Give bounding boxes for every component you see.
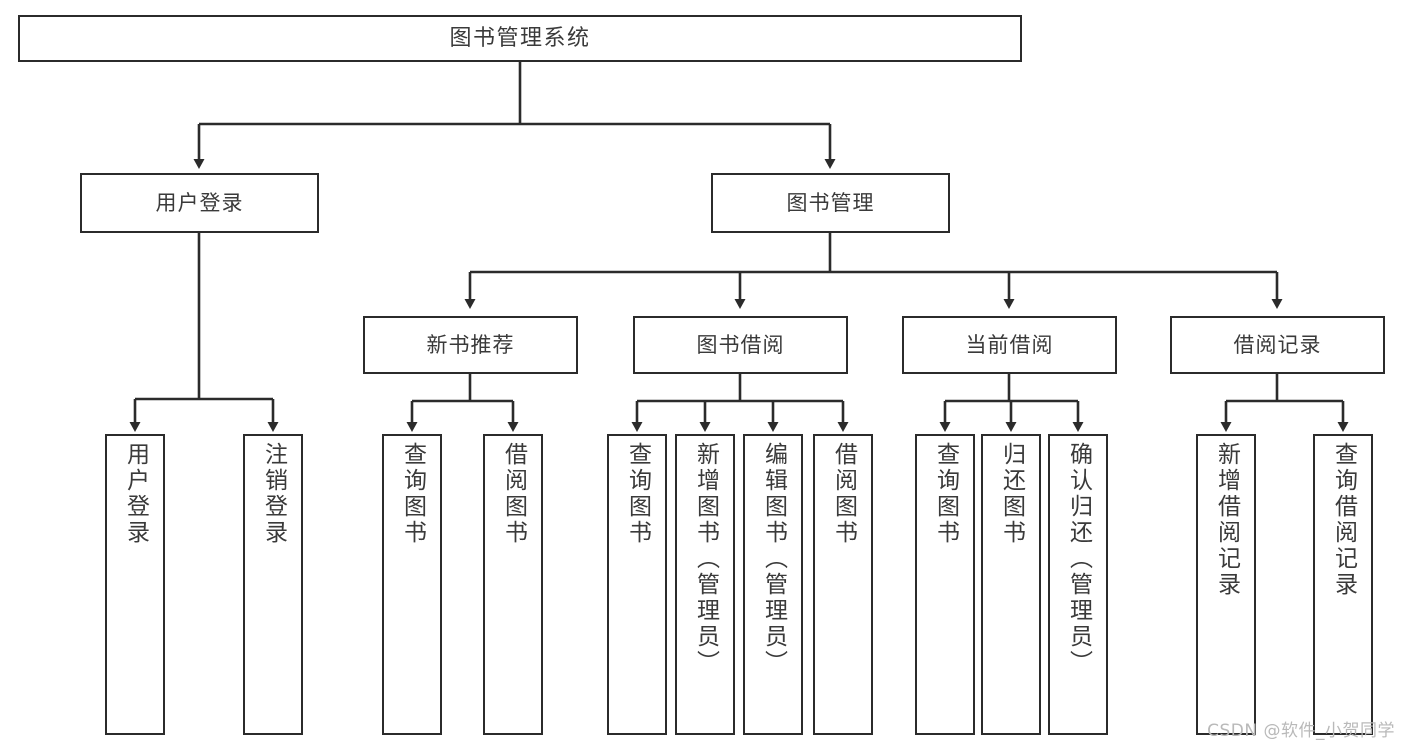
leaf-query-books-current[interactable]: 查询图书 [915, 434, 975, 735]
node-label: 图书管理 [786, 190, 875, 215]
node-label: 当前借阅 [965, 332, 1054, 357]
node-label: 新增借阅记录 [1213, 442, 1240, 598]
node-label: 借阅记录 [1233, 332, 1322, 357]
node-label: 查询图书 [399, 442, 426, 546]
node-label: 新增图书（管理员） [692, 442, 719, 676]
node-user-login[interactable]: 用户登录 [80, 173, 319, 233]
node-new-book-recommendation[interactable]: 新书推荐 [363, 316, 578, 374]
node-label: 归还图书 [998, 442, 1025, 546]
node-label: 注销登录 [260, 442, 287, 546]
leaf-confirm-return-admin[interactable]: 确认归还（管理员） [1048, 434, 1108, 735]
leaf-return-books[interactable]: 归还图书 [981, 434, 1041, 735]
leaf-query-books-rec[interactable]: 查询图书 [382, 434, 442, 735]
node-label: 用户登录 [155, 190, 244, 215]
node-borrow-records[interactable]: 借阅记录 [1170, 316, 1385, 374]
node-book-borrow[interactable]: 图书借阅 [633, 316, 848, 374]
leaf-add-borrow-record[interactable]: 新增借阅记录 [1196, 434, 1256, 735]
leaf-query-books-borrow[interactable]: 查询图书 [607, 434, 667, 735]
csdn-watermark: CSDN @软件_小贺同学 [1207, 721, 1395, 741]
node-label: 查询图书 [932, 442, 959, 546]
node-label: 确认归还（管理员） [1065, 442, 1092, 676]
node-label: 新书推荐 [426, 332, 515, 357]
node-label: 查询图书 [624, 442, 651, 546]
leaf-edit-book-admin[interactable]: 编辑图书（管理员） [743, 434, 803, 735]
node-label: 图书借阅 [696, 332, 785, 357]
leaf-borrow-books-rec[interactable]: 借阅图书 [483, 434, 543, 735]
node-label: 查询借阅记录 [1330, 442, 1357, 598]
node-label: 用户登录 [122, 442, 149, 546]
node-root-system[interactable]: 图书管理系统 [18, 15, 1022, 62]
leaf-logout-login[interactable]: 注销登录 [243, 434, 303, 735]
leaf-query-borrow-record[interactable]: 查询借阅记录 [1313, 434, 1373, 735]
node-label: 借阅图书 [500, 442, 527, 546]
leaf-add-book-admin[interactable]: 新增图书（管理员） [675, 434, 735, 735]
node-label: 借阅图书 [830, 442, 857, 546]
node-label: 编辑图书（管理员） [760, 442, 787, 676]
node-current-borrow[interactable]: 当前借阅 [902, 316, 1117, 374]
leaf-borrow-books[interactable]: 借阅图书 [813, 434, 873, 735]
leaf-user-login[interactable]: 用户登录 [105, 434, 165, 735]
node-book-management[interactable]: 图书管理 [711, 173, 950, 233]
node-label: 图书管理系统 [449, 25, 591, 51]
